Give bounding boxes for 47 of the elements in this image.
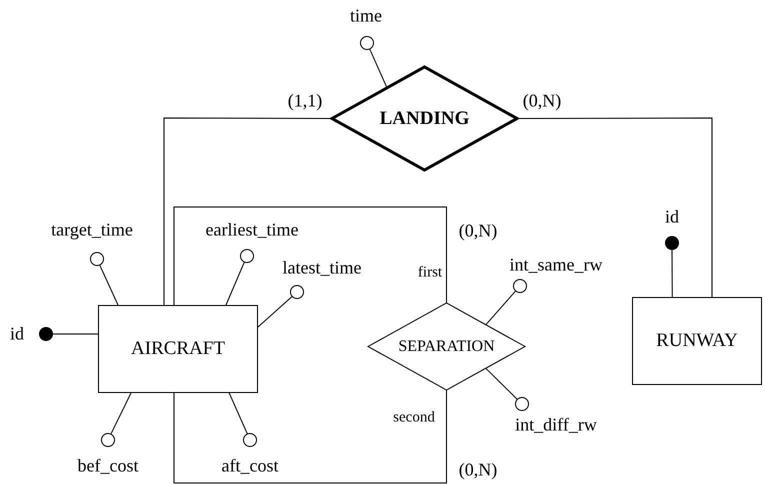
key-attribute-dot bbox=[39, 327, 53, 341]
attribute-name: id bbox=[10, 324, 24, 344]
relationship-name: SEPARATION bbox=[398, 338, 495, 356]
attribute-line bbox=[110, 392, 132, 434]
attribute-name: bef_cost bbox=[78, 456, 138, 476]
relationship-line bbox=[174, 390, 447, 484]
attribute-name: aft_cost bbox=[222, 456, 278, 476]
key-attribute-dot bbox=[665, 236, 679, 250]
attribute-name: id bbox=[665, 206, 679, 228]
entity-name: RUNWAY bbox=[656, 330, 738, 352]
attribute-name: target_time bbox=[51, 220, 133, 240]
attribute-circle bbox=[101, 433, 115, 447]
attribute-circle bbox=[515, 397, 529, 411]
attribute-line bbox=[369, 48, 388, 88]
entity-box bbox=[632, 297, 762, 385]
attribute-line bbox=[258, 296, 292, 328]
attribute-line bbox=[672, 250, 673, 298]
cardinality-label: (0,N) bbox=[458, 220, 498, 242]
relationship-line bbox=[164, 118, 332, 306]
attribute-name: int_same_rw bbox=[510, 254, 602, 276]
cardinality-label: (0,N) bbox=[522, 90, 562, 112]
attribute-circle bbox=[243, 433, 257, 447]
entity-box bbox=[98, 305, 258, 393]
relationship-diamond bbox=[368, 303, 525, 390]
relationship-line bbox=[516, 118, 712, 298]
attribute-name: latest_time bbox=[282, 258, 362, 278]
cardinality-label: (1,1) bbox=[288, 90, 322, 112]
attribute-name: earliest_time bbox=[206, 220, 298, 240]
relationship-diamond bbox=[332, 67, 517, 170]
attribute-name: time bbox=[350, 6, 382, 26]
role-label: first bbox=[418, 264, 442, 282]
cardinality-label: (0,N) bbox=[458, 460, 498, 480]
attribute-circle bbox=[90, 252, 104, 266]
attribute-circle bbox=[240, 249, 254, 263]
attribute-name: int_diff_rw bbox=[515, 414, 597, 436]
attribute-circle bbox=[290, 285, 304, 299]
attribute-circle bbox=[360, 36, 374, 50]
attribute-line bbox=[485, 368, 518, 400]
attribute-line bbox=[99, 264, 118, 306]
entity-name: AIRCRAFT bbox=[131, 338, 225, 360]
attribute-line bbox=[228, 392, 248, 434]
relationship-name: LANDING bbox=[380, 108, 470, 130]
relationship-line bbox=[174, 206, 447, 306]
attribute-line bbox=[485, 290, 516, 326]
attribute-line bbox=[226, 262, 245, 306]
role-label: second bbox=[393, 410, 435, 426]
attribute-circle bbox=[513, 279, 527, 293]
